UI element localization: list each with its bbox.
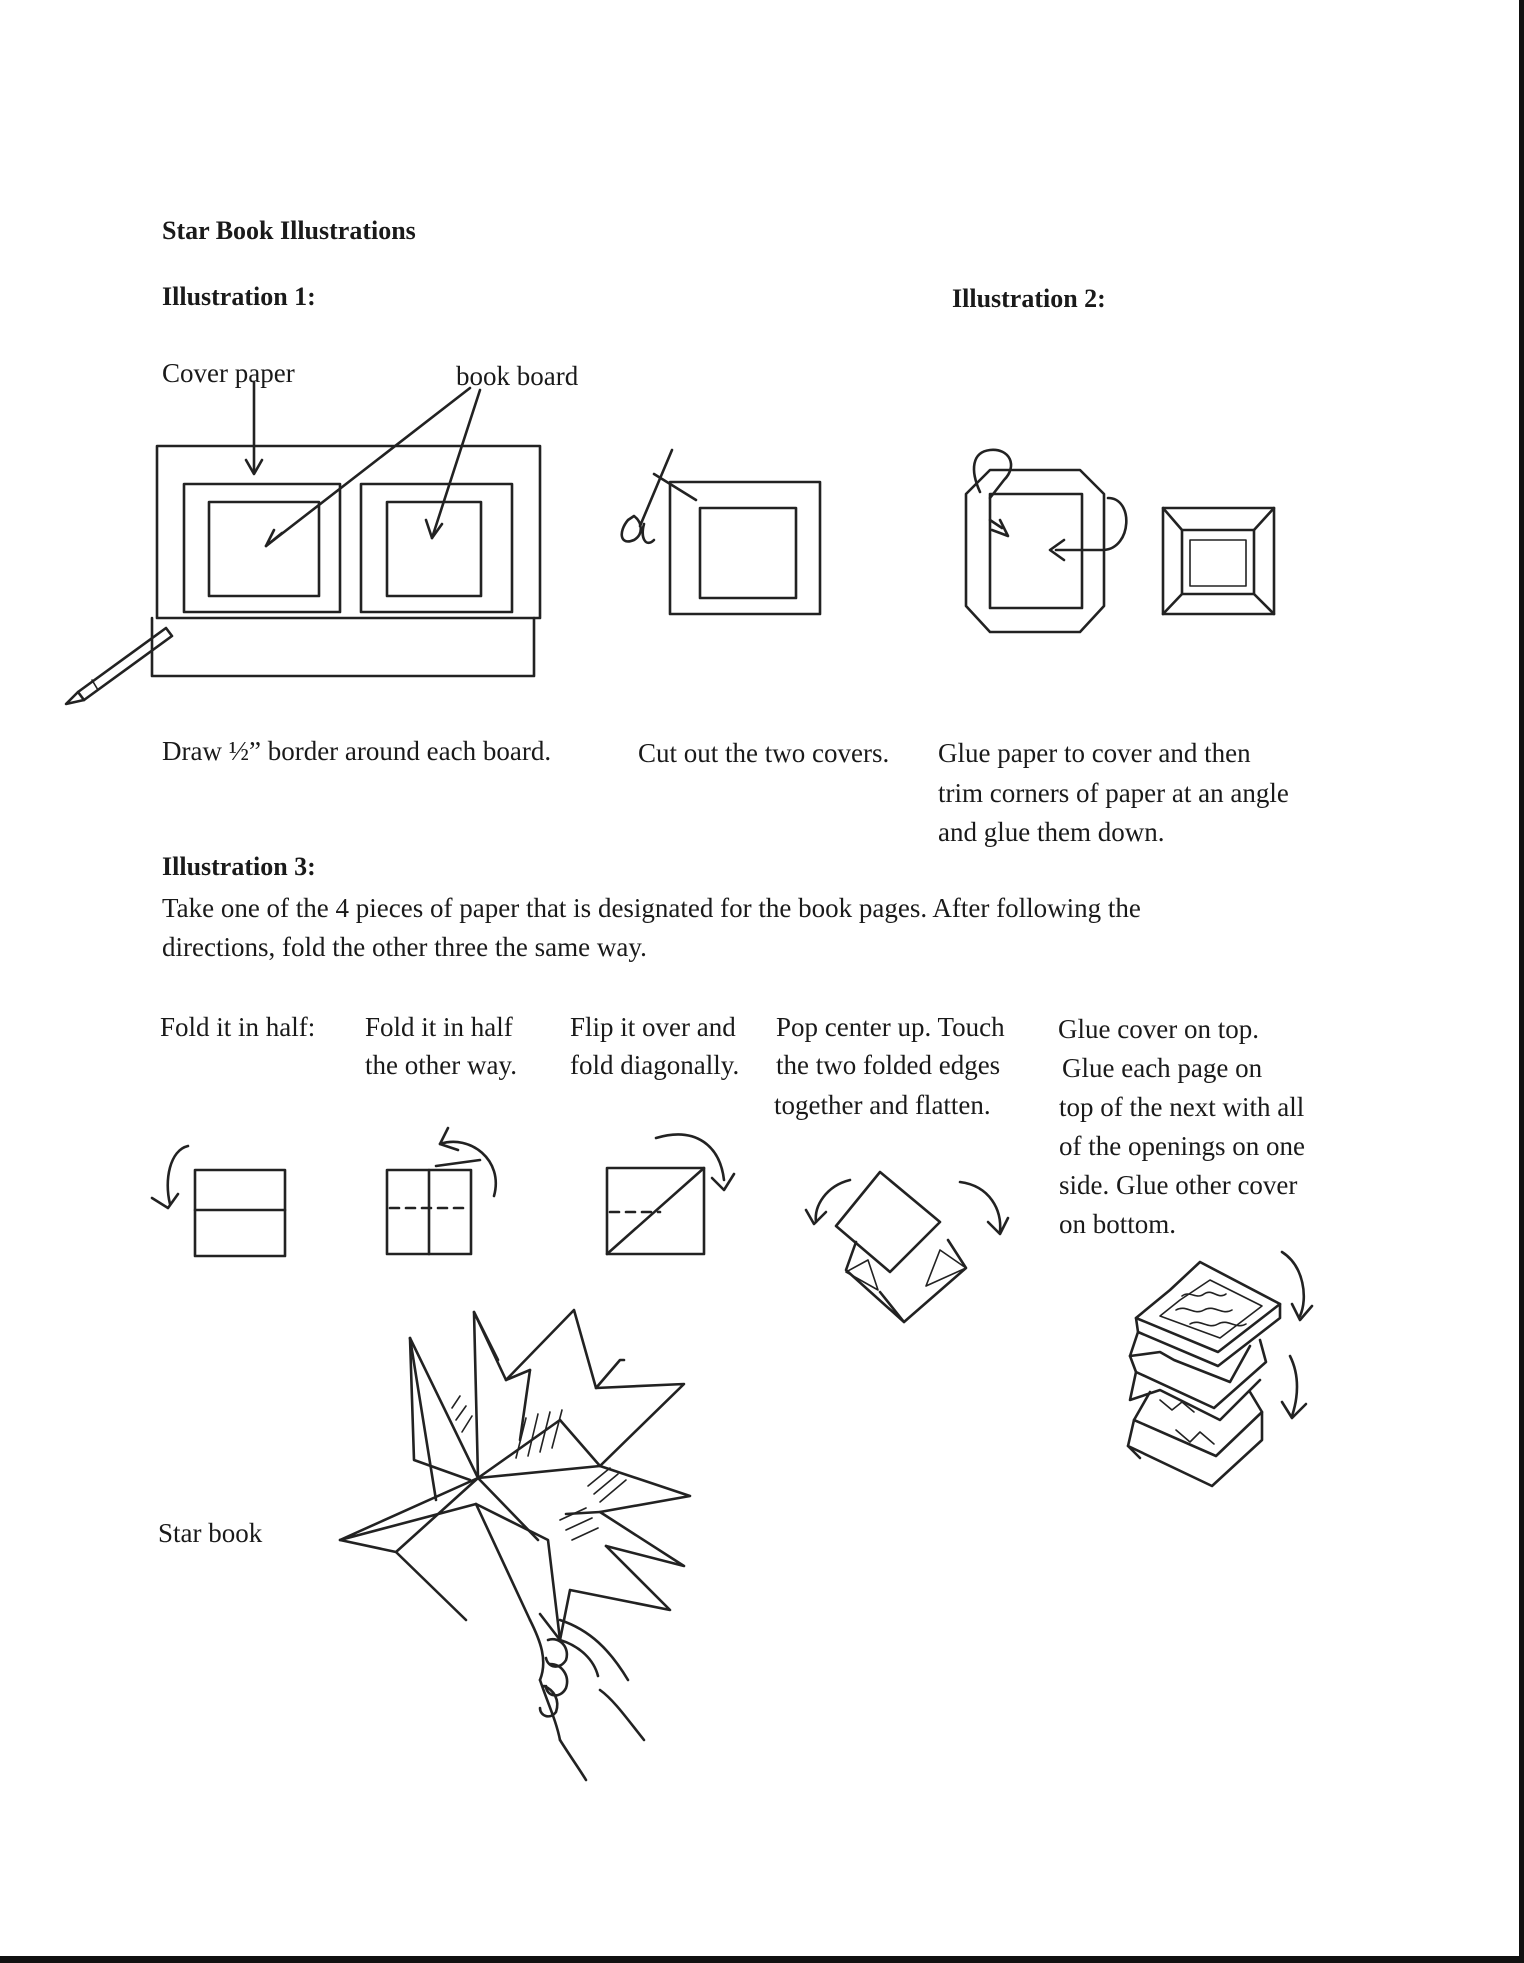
- pencil-icon: [66, 628, 172, 704]
- star-book-drawing: [340, 1310, 690, 1780]
- cut-cover-drawing: [670, 482, 820, 614]
- fold-step-2-drawing: [387, 1128, 496, 1254]
- glue-cover-drawing: [966, 450, 1126, 632]
- fold-step-3-drawing: [607, 1134, 734, 1254]
- cover-paper-drawing: [152, 382, 540, 676]
- stacked-pages-drawing: [1128, 1252, 1312, 1486]
- scissors-icon: [622, 450, 696, 543]
- finished-cover-drawing: [1163, 508, 1274, 614]
- fold-step-1-drawing: [152, 1146, 285, 1256]
- fold-step-4-drawing: [806, 1172, 1008, 1322]
